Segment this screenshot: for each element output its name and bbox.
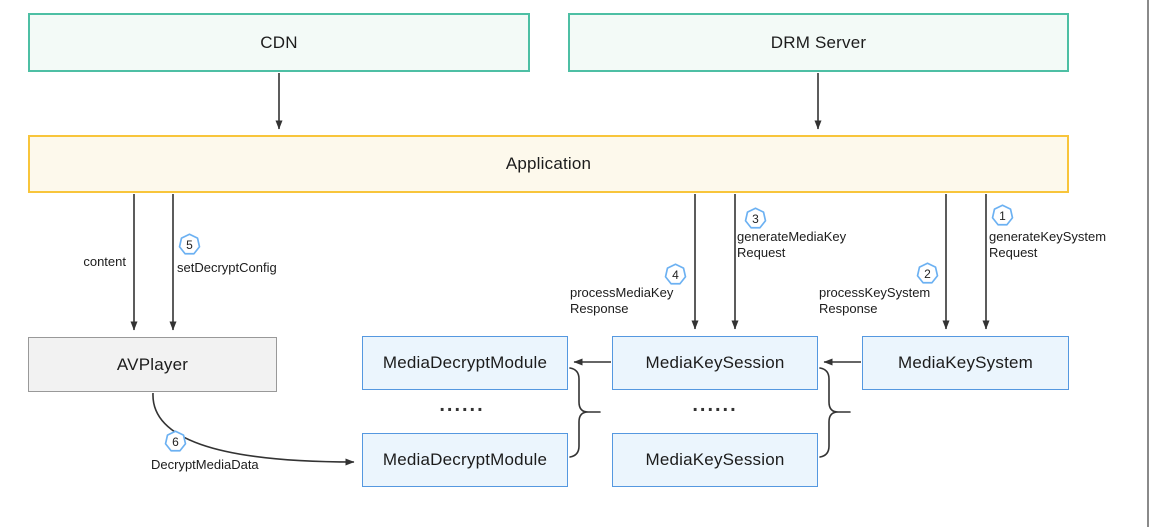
- step-badge-6: 6: [164, 430, 187, 453]
- media-decrypt-module-top-label: MediaDecryptModule: [382, 353, 548, 372]
- node-drm-server: DRM Server: [568, 13, 1069, 72]
- node-media-decrypt-module-bottom: MediaDecryptModule: [362, 433, 568, 487]
- node-avplayer: AVPlayer: [28, 337, 277, 392]
- media-decrypt-module-ellipsis: ......: [439, 394, 485, 416]
- content-label: content: [83, 254, 126, 269]
- step-number: 2: [924, 266, 931, 281]
- step-number: 1: [999, 208, 1006, 223]
- heptagon-icon: [178, 233, 201, 255]
- media-key-session-ellipsis: ......: [692, 394, 738, 416]
- set-decrypt-config-label: setDecryptConfig: [177, 260, 277, 275]
- step-badge-4: 4: [664, 263, 687, 286]
- step-number: 3: [752, 211, 759, 226]
- step-number: 5: [186, 237, 193, 252]
- step-badge-3: 3: [744, 207, 767, 230]
- application-label: Application: [505, 154, 592, 173]
- heptagon-icon: [164, 430, 187, 452]
- node-media-decrypt-module-top: MediaDecryptModule: [362, 336, 568, 390]
- heptagon-icon: [991, 204, 1014, 226]
- generate-key-system-request-label: generateKeySystem Request: [989, 229, 1107, 260]
- generate-media-key-request-label: generateMediaKey Request: [737, 229, 847, 260]
- media-key-session-brace: [819, 367, 851, 458]
- right-edge-line: [1147, 0, 1149, 527]
- step-badge-2: 2: [916, 262, 939, 285]
- node-application: Application: [28, 135, 1069, 193]
- node-media-key-session-bottom: MediaKeySession: [612, 433, 818, 487]
- process-media-key-response-label: processMediaKey Response: [570, 285, 674, 316]
- step-number: 4: [672, 267, 679, 282]
- heptagon-icon: [916, 262, 939, 284]
- avplayer-label: AVPlayer: [116, 354, 189, 374]
- media-decrypt-module-bottom-label: MediaDecryptModule: [382, 450, 548, 469]
- node-media-key-session-top: MediaKeySession: [612, 336, 818, 390]
- drm-server-label: DRM Server: [770, 32, 867, 52]
- decrypt-media-data-label: DecryptMediaData: [151, 457, 259, 472]
- heptagon-icon: [744, 207, 767, 229]
- heptagon-icon: [664, 263, 687, 285]
- process-key-system-response-label: processKeySystem Response: [819, 285, 931, 316]
- node-cdn: CDN: [28, 13, 530, 72]
- cdn-label: CDN: [260, 32, 298, 52]
- step-badge-1: 1: [991, 204, 1014, 227]
- step-badge-5: 5: [178, 233, 201, 256]
- media-key-session-top-label: MediaKeySession: [645, 353, 785, 372]
- node-media-key-system: MediaKeySystem: [862, 336, 1069, 390]
- media-decrypt-module-brace: [569, 367, 601, 458]
- step-number: 6: [172, 434, 179, 449]
- media-key-session-bottom-label: MediaKeySession: [645, 450, 785, 469]
- media-key-system-label: MediaKeySystem: [897, 353, 1034, 372]
